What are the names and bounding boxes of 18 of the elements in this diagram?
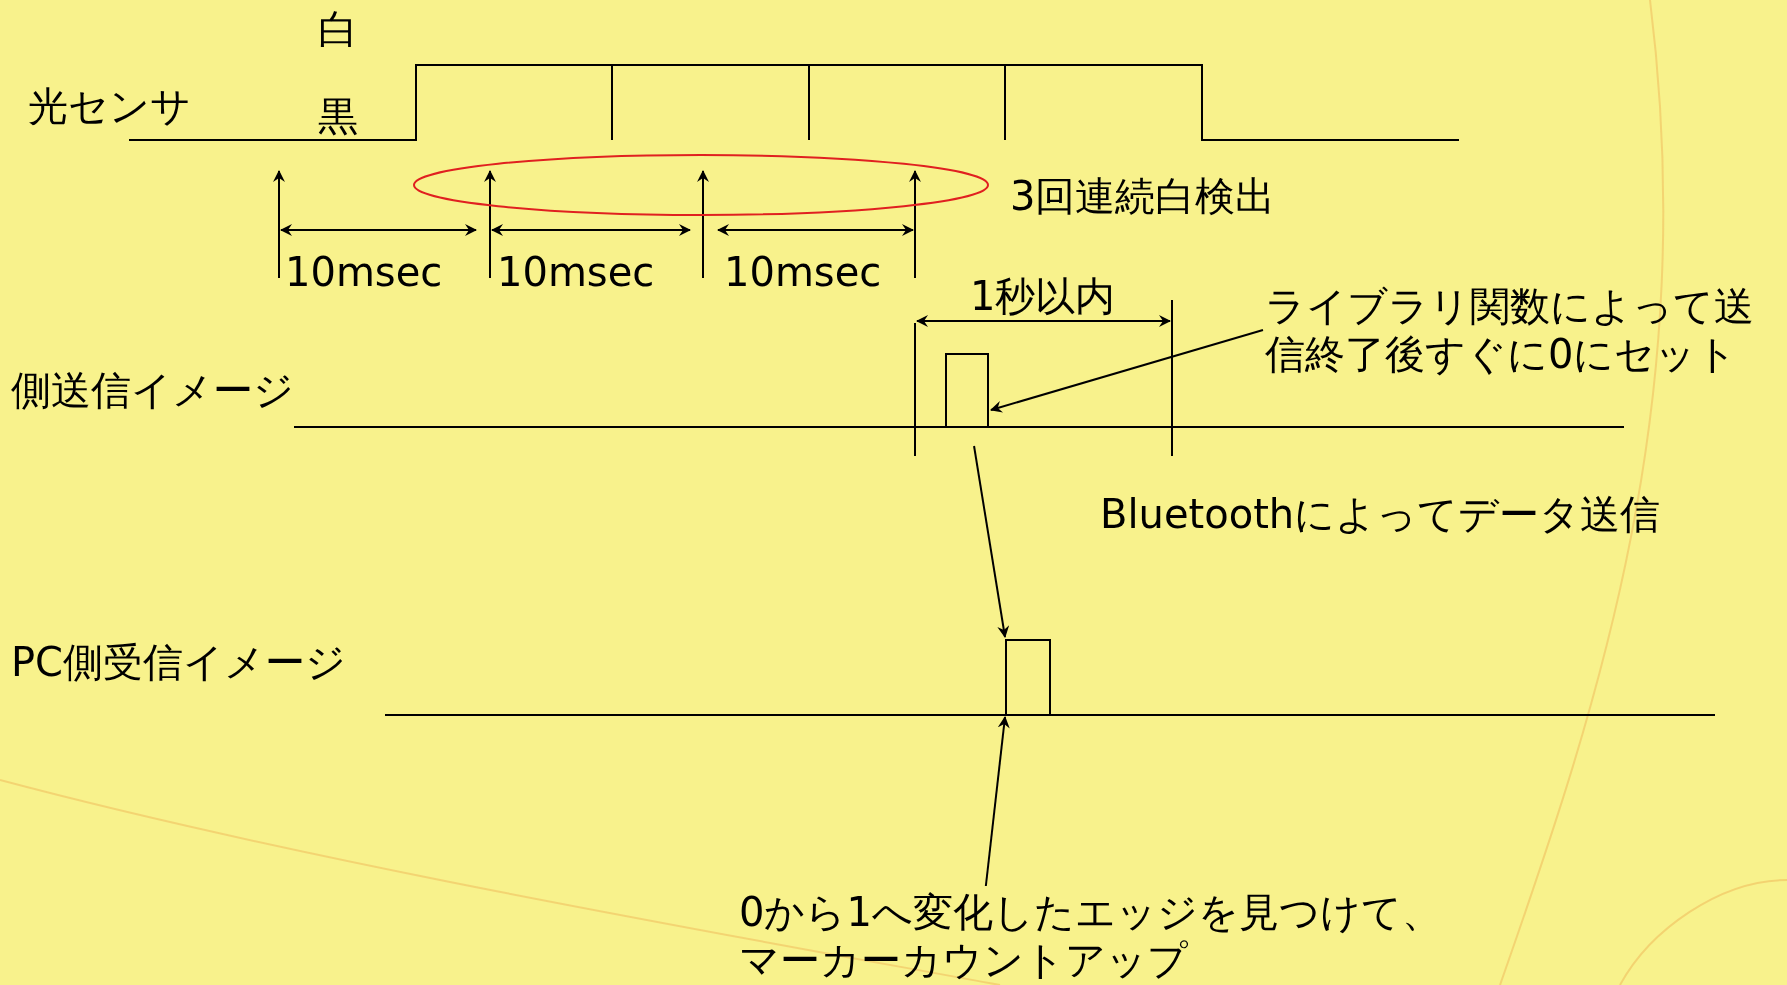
- annotation-text: ライブラリ関数によって送信終了後すぐに0にセット: [1265, 282, 1777, 378]
- annotation-text: 3回連続白検出: [1010, 172, 1276, 220]
- dimension-label: 1秒以内: [970, 272, 1116, 320]
- text-label: 黒: [318, 92, 358, 140]
- pulse-shape: [1005, 639, 1051, 715]
- annotation-text: 0から1へ変化したエッジを見つけて、マーカーカウントアップ: [739, 888, 1465, 984]
- text-label: 白: [318, 5, 358, 53]
- row-label: 側送信イメージ: [11, 366, 294, 414]
- row-label: 光センサ: [28, 82, 191, 130]
- dimension-label: 10msec: [285, 248, 443, 296]
- dimension-label: 10msec: [497, 248, 655, 296]
- pulse-shape: [945, 353, 989, 427]
- dimension-label: 10msec: [724, 248, 882, 296]
- arrow: [973, 445, 1010, 638]
- row-label: PC側受信イメージ: [11, 638, 347, 686]
- arrow: [984, 716, 1010, 887]
- annotation-text: Bluetoothによってデータ送信: [1100, 490, 1661, 538]
- arrow: [990, 329, 1264, 413]
